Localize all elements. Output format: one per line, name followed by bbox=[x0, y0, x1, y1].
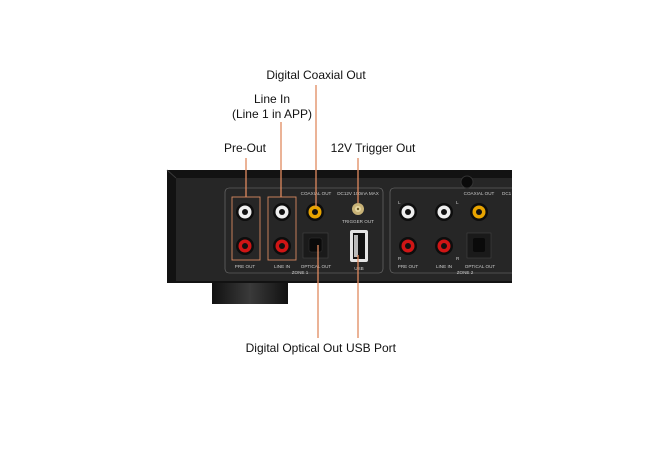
zone-2-label-coaxial: COAXIAL OUT bbox=[464, 191, 495, 196]
zone-2-label-optical: OPTICAL OUT bbox=[465, 264, 496, 269]
callout-line-in: Line In bbox=[254, 92, 290, 106]
callout-usb-port: USB Port bbox=[346, 341, 397, 355]
label-l: L bbox=[398, 200, 401, 205]
zone-2-coaxial-jack bbox=[470, 203, 488, 221]
device-foot bbox=[212, 282, 288, 304]
zone-2-pre-out-right-jack bbox=[399, 237, 417, 255]
pre-out-left-jack bbox=[236, 203, 254, 221]
label-usb: USB bbox=[354, 266, 363, 271]
zone-2-label-pre-out: PRE OUT bbox=[398, 264, 419, 269]
callout-digital-optical-out: Digital Optical Out bbox=[246, 341, 343, 355]
callout-12v-trigger-out: 12V Trigger Out bbox=[331, 141, 416, 155]
label-zone-1: ZONE 1 bbox=[292, 270, 309, 275]
label-pre-out: PRE OUT bbox=[235, 264, 256, 269]
label-r-2: R bbox=[456, 256, 460, 261]
label-zone-2: ZONE 2 bbox=[457, 270, 474, 275]
callout-pre-out: Pre-Out bbox=[224, 141, 267, 155]
zone-2-label-line-in: LINE IN bbox=[436, 264, 452, 269]
callout-line-in-sub: (Line 1 in APP) bbox=[232, 107, 312, 121]
zone-2-label-dc: DC1 bbox=[502, 191, 512, 196]
label-l-2: L bbox=[456, 200, 459, 205]
zone-2-pre-out-left-jack bbox=[399, 203, 417, 221]
line-in-right-jack bbox=[273, 237, 291, 255]
zone-2-line-in-right-jack bbox=[435, 237, 453, 255]
zone-2-panel: L L R R COAXIAL OUT DC1 PRE OUT LINE IN … bbox=[389, 175, 512, 275]
line-in-highlight bbox=[267, 196, 297, 261]
zone-1-panel: COAXIAL OUT DC12V 100mA MAX TRIGGER OUT … bbox=[224, 187, 384, 275]
mounting-screw bbox=[460, 175, 474, 189]
coaxial-out-jack bbox=[306, 203, 324, 221]
callout-digital-coaxial-out: Digital Coaxial Out bbox=[266, 68, 366, 82]
label-r: R bbox=[398, 256, 402, 261]
optical-out-port bbox=[302, 232, 329, 259]
zone-2-line-in-left-jack bbox=[435, 203, 453, 221]
device-body bbox=[166, 169, 512, 283]
pre-out-right-jack bbox=[236, 237, 254, 255]
usb-port bbox=[350, 230, 368, 262]
label-trigger-out: TRIGGER OUT bbox=[342, 219, 374, 224]
line-in-left-jack bbox=[273, 203, 291, 221]
label-line-in: LINE IN bbox=[274, 264, 290, 269]
zone-2-optical-port bbox=[466, 232, 492, 259]
trigger-out-jack bbox=[352, 203, 364, 215]
label-optical-out: OPTICAL OUT bbox=[301, 264, 332, 269]
